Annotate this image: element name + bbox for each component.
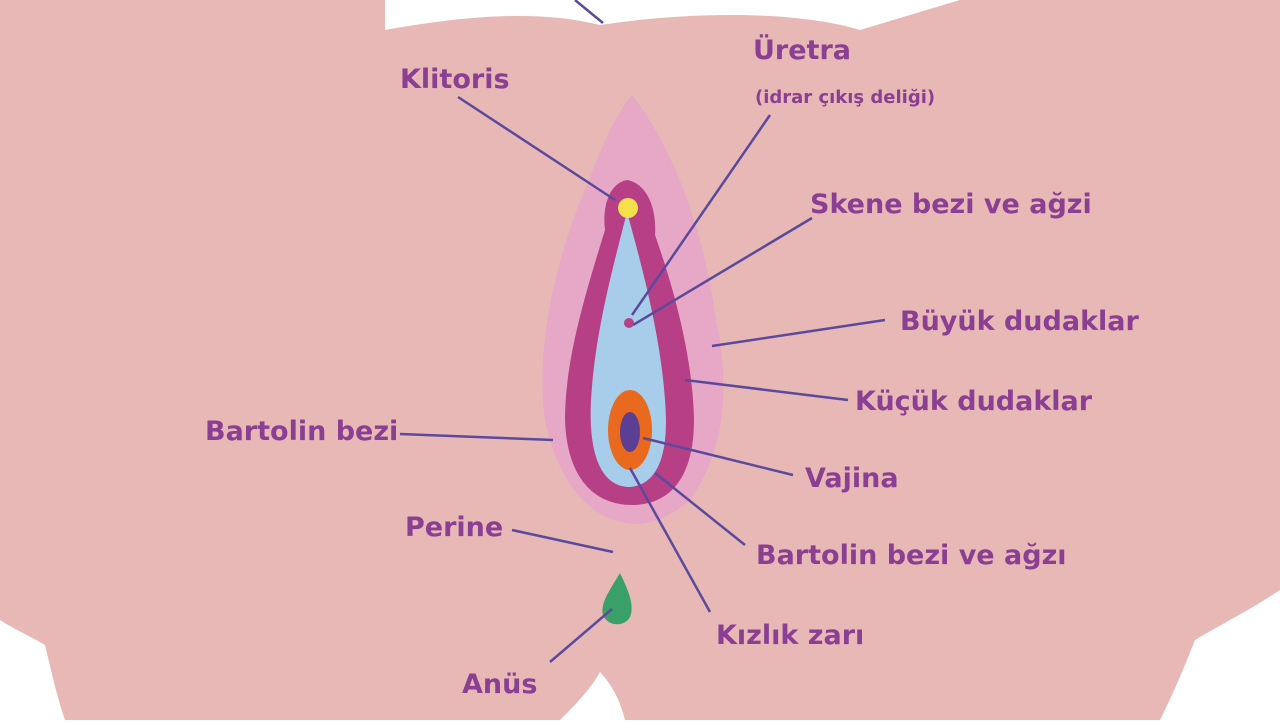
label-perine: Perine: [405, 512, 503, 543]
leader-buyuk-dudaklar: [711, 318, 886, 348]
leader-bartolin-agzi: [654, 472, 746, 546]
clitoris-mark: [618, 198, 638, 218]
label-anus: Anüs: [462, 669, 537, 700]
leader-vajina: [642, 436, 794, 477]
label-uretra: Üretra: [753, 33, 851, 66]
label-vajina: Vajina: [805, 463, 899, 494]
leader-anus: [549, 608, 613, 663]
leader-bartolin-bezi: [399, 432, 554, 442]
leader-skene: [632, 216, 813, 327]
leader-kucuk-dudaklar: [684, 378, 849, 402]
leader-kizlik-zari: [628, 467, 712, 613]
vaginal-opening-mark: [620, 412, 640, 452]
leader-perine: [511, 528, 614, 554]
label-kucuk-dudaklar: Küçük dudaklar: [855, 386, 1093, 417]
label-bartolin-bezi: Bartolin bezi: [205, 416, 398, 447]
label-klitoris: Klitoris: [400, 64, 510, 95]
label-uretra-note: (idrar çıkış deliği): [755, 87, 935, 108]
label-skene: Skene bezi ve ağzi: [810, 189, 1092, 220]
leader-klitoris: [457, 95, 616, 202]
leader-uretra: [630, 114, 772, 316]
label-bartolin-agzi: Bartolin bezi ve ağzı: [756, 540, 1067, 571]
label-buyuk-dudaklar: Büyük dudaklar: [900, 306, 1140, 337]
urethra-mark: [624, 318, 634, 328]
label-kizlik-zari: Kızlık zarı: [716, 620, 864, 651]
leader-top: [574, 0, 604, 24]
